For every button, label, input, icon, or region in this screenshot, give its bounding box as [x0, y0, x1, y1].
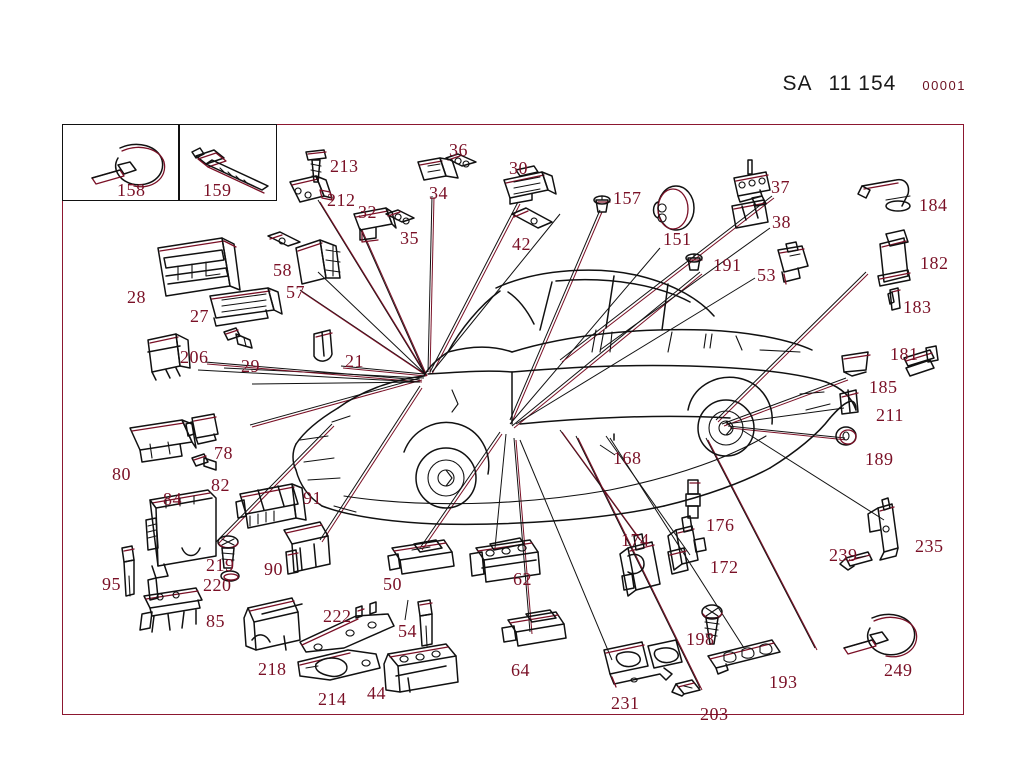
- part-number-36: 36: [449, 140, 468, 160]
- part-number-168: 168: [613, 448, 642, 468]
- part-number-34: 34: [429, 183, 448, 203]
- part-number-239: 239: [829, 545, 858, 565]
- part-number-212: 212: [327, 190, 356, 210]
- part-number-189: 189: [865, 449, 894, 469]
- part-number-182: 182: [920, 253, 949, 273]
- part-number-84: 84: [163, 489, 182, 509]
- part-number-90: 90: [264, 559, 283, 579]
- part-number-193: 193: [769, 672, 798, 692]
- part-number-38: 38: [772, 212, 791, 232]
- part-number-32: 32: [358, 202, 377, 222]
- part-number-80: 80: [112, 464, 131, 484]
- part-number-176: 176: [706, 515, 735, 535]
- diagram-frame: [62, 124, 964, 715]
- part-number-29: 29: [241, 356, 260, 376]
- part-number-235: 235: [915, 536, 944, 556]
- part-number-35: 35: [400, 228, 419, 248]
- subgroup-number: 154: [858, 72, 897, 95]
- part-number-222: 222: [323, 606, 352, 626]
- part-number-91: 91: [303, 488, 322, 508]
- part-number-214: 214: [318, 689, 347, 709]
- part-number-157: 157: [613, 188, 642, 208]
- part-number-62: 62: [513, 569, 532, 589]
- part-number-231: 231: [611, 693, 640, 713]
- group-prefix: SA: [782, 72, 813, 95]
- part-number-95: 95: [102, 574, 121, 594]
- sheet-number: 00001: [922, 78, 966, 93]
- part-number-82: 82: [211, 475, 230, 495]
- legend-box-159: [179, 124, 277, 201]
- part-number-206: 206: [180, 347, 209, 367]
- part-number-44: 44: [367, 683, 386, 703]
- part-number-211: 211: [876, 405, 904, 425]
- part-number-57: 57: [286, 282, 305, 302]
- part-number-219: 219: [206, 555, 235, 575]
- part-number-50: 50: [383, 574, 402, 594]
- part-number-213: 213: [330, 156, 359, 176]
- part-number-54: 54: [398, 621, 417, 641]
- part-number-172: 172: [710, 557, 739, 577]
- part-number-53: 53: [757, 265, 776, 285]
- legend-label-158: 158: [117, 180, 146, 200]
- part-number-183: 183: [903, 297, 932, 317]
- part-number-64: 64: [511, 660, 530, 680]
- legend-box-158: [62, 124, 179, 201]
- part-number-28: 28: [127, 287, 146, 307]
- part-number-37: 37: [771, 177, 790, 197]
- part-number-220: 220: [203, 575, 232, 595]
- part-number-58: 58: [273, 260, 292, 280]
- part-number-27: 27: [190, 306, 209, 326]
- part-number-184: 184: [919, 195, 948, 215]
- part-number-181: 181: [890, 344, 919, 364]
- legend-label-159: 159: [203, 180, 232, 200]
- part-number-42: 42: [512, 234, 531, 254]
- part-number-30: 30: [509, 158, 528, 178]
- part-number-198: 198: [686, 629, 715, 649]
- part-number-203: 203: [700, 704, 729, 724]
- part-number-191: 191: [713, 255, 742, 275]
- part-number-185: 185: [869, 377, 898, 397]
- part-number-85: 85: [206, 611, 225, 631]
- part-number-249: 249: [884, 660, 913, 680]
- part-number-78: 78: [214, 443, 233, 463]
- group-number: 11: [828, 72, 853, 95]
- part-number-174: 174: [621, 530, 650, 550]
- part-number-21: 21: [345, 351, 364, 371]
- part-number-151: 151: [663, 229, 692, 249]
- part-number-218: 218: [258, 659, 287, 679]
